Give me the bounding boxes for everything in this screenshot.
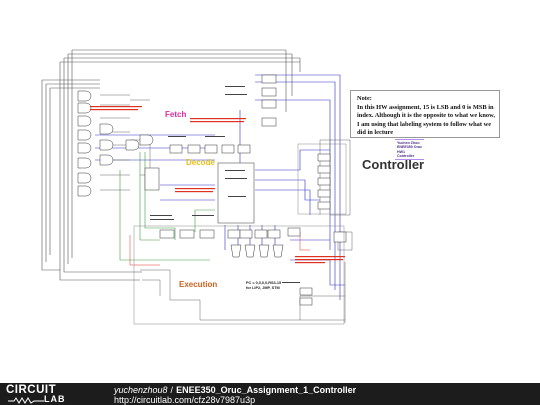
note-body: In this HW assignment, 15 is LSB and 0 i…	[357, 103, 495, 137]
note-title: Note:	[357, 95, 372, 102]
decode-section-label: Decode	[186, 158, 215, 167]
title-separator: /	[170, 385, 174, 395]
execution-section-label: Execution	[179, 280, 218, 289]
pc-note: PC = 0,0,0,0,RS3-15 for LIP2, JMP, STM	[246, 281, 281, 290]
logo-text-circuit: CIRCUIT	[6, 384, 57, 396]
logo-text-lab: LAB	[44, 394, 66, 404]
controller-section-label: Controller	[362, 157, 425, 172]
fetch-section-label: Fetch	[165, 110, 187, 119]
pc-note-line2: for LIP2, JMP, STM	[246, 285, 280, 290]
circuit-url-link[interactable]: http://circuitlab.com/cfz28v7987u3p	[114, 395, 256, 405]
circuitlab-logo[interactable]: CIRCUIT LAB	[6, 384, 92, 404]
credits-title: Controller	[397, 153, 415, 158]
circuit-title: yuchenzhou8/ENEE350_Oruc_Assignment_1_Co…	[114, 385, 356, 395]
credits-box: Yuchen Zhou ENEE350 Oruc HW1 Controller	[395, 139, 425, 161]
author-username[interactable]: yuchenzhou8	[114, 385, 168, 395]
credits-course: ENEE350 Oruc	[397, 145, 423, 150]
circuit-schematic	[41, 49, 353, 325]
schematic-canvas: Fetch Decode Execution Controller Note: …	[41, 49, 500, 325]
credits-assignment: HW1	[397, 149, 405, 154]
footer-bar: CIRCUIT LAB yuchenzhou8/ENEE350_Oruc_Ass…	[0, 383, 540, 405]
note-box: Note: In this HW assignment, 15 is LSB a…	[350, 90, 500, 138]
logo-wave-icon	[8, 397, 44, 404]
circuit-name[interactable]: ENEE350_Oruc_Assignment_1_Controller	[176, 385, 357, 395]
credits-author: Yuchen Zhou	[397, 141, 420, 145]
pc-note-line1: PC = 0,0,0,0,RS3-15	[246, 281, 282, 285]
